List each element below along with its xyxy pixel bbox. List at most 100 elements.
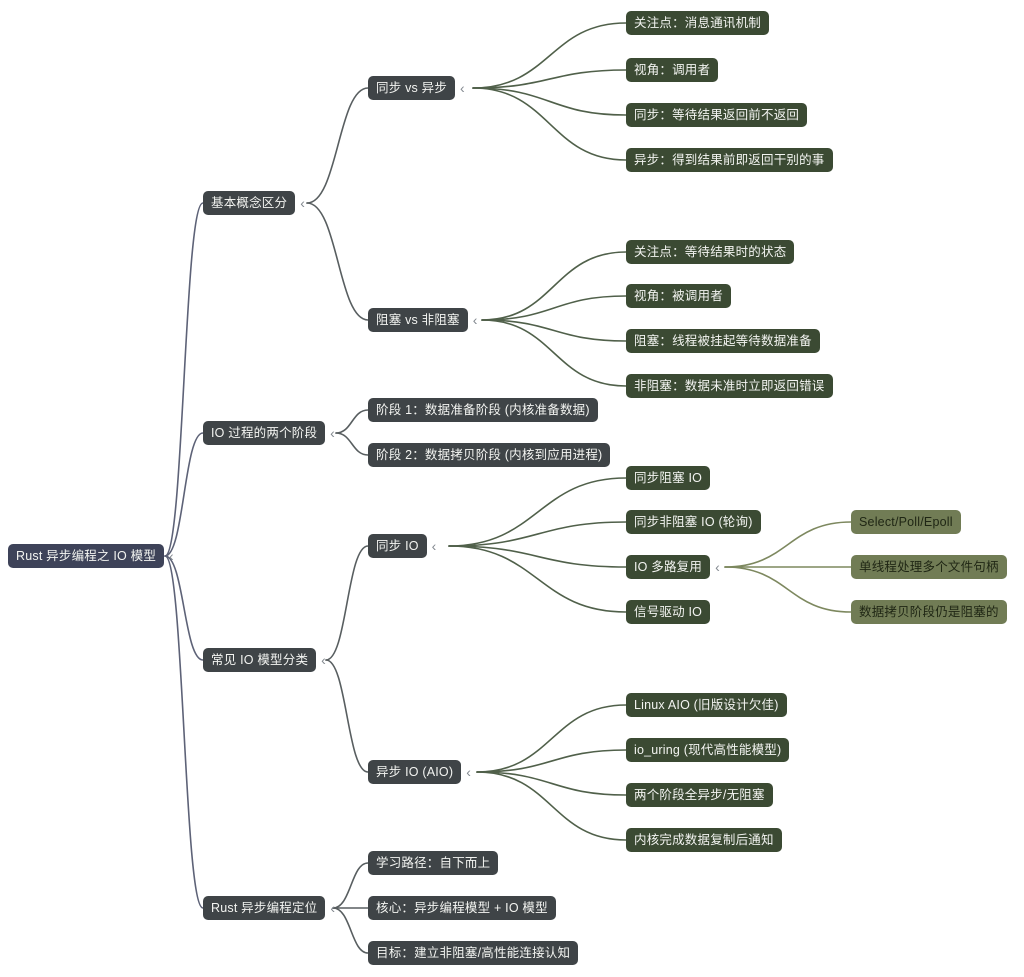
edge-bvn-perspective (481, 295, 627, 321)
edge-sva-sync-def (472, 87, 627, 116)
collapse-toggle-icon[interactable]: ‹ (460, 80, 465, 96)
node-label: 非阻塞：数据未准时立即返回错误 (626, 374, 833, 398)
edge-aio-notify (476, 771, 627, 841)
edge-bvn-focus (481, 251, 627, 321)
edge-basic-blocking-vs-nonblocking (306, 202, 369, 321)
node-sync-blocking-io[interactable]: 同步阻塞 IO (626, 466, 711, 490)
node-sync-vs-async[interactable]: 同步 vs 异步 ‹ (368, 76, 465, 100)
node-label: 视角：调用者 (626, 58, 719, 82)
node-io-two-phases[interactable]: IO 过程的两个阶段 ‹ (203, 421, 335, 445)
collapse-toggle-icon[interactable]: ‹ (466, 764, 471, 780)
node-label: 单线程处理多个文件句柄 (851, 555, 1007, 579)
edge-root-basic-concepts (164, 202, 204, 557)
node-core[interactable]: 核心：异步编程模型 + IO 模型 (368, 896, 556, 920)
node-async-definition[interactable]: 异步：得到结果前即返回干别的事 (626, 148, 833, 172)
node-label: 信号驱动 IO (626, 600, 711, 624)
node-blocking-definition[interactable]: 阻塞：线程被挂起等待数据准备 (626, 329, 820, 353)
node-label: 异步：得到结果前即返回干别的事 (626, 148, 833, 172)
edge-root-rust-positioning (164, 555, 204, 909)
node-label: 学习路径：自下而上 (368, 851, 499, 875)
edge-bvn-nonblocking-def (481, 319, 627, 387)
node-blocking-vs-nonblocking[interactable]: 阻塞 vs 非阻塞 ‹ (368, 308, 477, 332)
node-label: 阶段 1：数据准备阶段 (内核准备数据) (368, 398, 598, 422)
node-label: IO 多路复用 (626, 555, 711, 579)
node-focus-waiting-state[interactable]: 关注点：等待结果时的状态 (626, 240, 795, 264)
collapse-toggle-icon[interactable]: ‹ (321, 652, 326, 668)
node-io-multiplexing[interactable]: IO 多路复用 ‹ (626, 555, 720, 579)
node-perspective-callee[interactable]: 视角：被调用者 (626, 284, 731, 308)
node-focus-message-mechanism[interactable]: 关注点：消息通讯机制 (626, 11, 770, 35)
node-label: 核心：异步编程模型 + IO 模型 (368, 896, 556, 920)
node-label: 基本概念区分 (203, 191, 296, 215)
node-label: 两个阶段全异步/无阻塞 (626, 783, 773, 807)
collapse-toggle-icon[interactable]: ‹ (300, 195, 305, 211)
node-label: 同步非阻塞 IO (轮询) (626, 510, 761, 534)
node-label: io_uring (现代高性能模型) (626, 738, 790, 762)
node-io-model-categories[interactable]: 常见 IO 模型分类 ‹ (203, 648, 326, 672)
node-label: 阻塞 vs 非阻塞 (368, 308, 468, 332)
node-root[interactable]: Rust 异步编程之 IO 模型 ‹ (8, 544, 174, 568)
edge-syncio-nonblocking (448, 521, 627, 547)
node-sync-definition[interactable]: 同步：等待结果返回前不返回 (626, 103, 808, 127)
node-signal-driven-io[interactable]: 信号驱动 IO (626, 600, 711, 624)
node-label: Rust 异步编程定位 (203, 896, 326, 920)
node-label: Select/Poll/Epoll (851, 510, 961, 534)
node-io-uring[interactable]: io_uring (现代高性能模型) (626, 738, 790, 762)
edge-basic-sync-vs-async (306, 87, 369, 204)
node-async-io-aio[interactable]: 异步 IO (AIO) ‹ (368, 760, 471, 784)
edge-root-io-model-categories (164, 555, 204, 661)
edge-positioning-learning-path (332, 862, 369, 909)
node-single-thread-multi-fd[interactable]: 单线程处理多个文件句柄 (851, 555, 1007, 579)
collapse-toggle-icon[interactable]: ‹ (472, 312, 478, 328)
collapse-toggle-icon[interactable]: ‹ (715, 559, 720, 575)
node-label: 常见 IO 模型分类 (203, 648, 317, 672)
node-select-poll-epoll[interactable]: Select/Poll/Epoll (851, 510, 961, 534)
node-both-phases-async[interactable]: 两个阶段全异步/无阻塞 (626, 783, 773, 807)
edge-aio-bothphases (476, 771, 627, 796)
node-label: Linux AIO (旧版设计欠佳) (626, 693, 787, 717)
edge-sva-focus (472, 22, 627, 89)
node-label: 阶段 2：数据拷贝阶段 (内核到应用进程) (368, 443, 611, 467)
node-label: 异步 IO (AIO) (368, 760, 462, 784)
node-label: 关注点：等待结果时的状态 (626, 240, 795, 264)
node-label: 同步：等待结果返回前不返回 (626, 103, 808, 127)
node-label: 目标：建立非阻塞/高性能连接认知 (368, 941, 579, 965)
collapse-toggle-icon[interactable]: ‹ (431, 538, 437, 554)
node-label: Rust 异步编程之 IO 模型 (8, 544, 165, 568)
node-label: 内核完成数据复制后通知 (626, 828, 782, 852)
edge-phases-phase1 (335, 409, 369, 434)
node-phase-1[interactable]: 阶段 1：数据准备阶段 (内核准备数据) (368, 398, 598, 422)
node-sync-io[interactable]: 同步 IO ‹ (368, 534, 436, 558)
edge-aio-iouring (476, 749, 627, 773)
edge-aio-linux (476, 704, 627, 773)
node-basic-concepts[interactable]: 基本概念区分 ‹ (203, 191, 305, 215)
node-label: 视角：被调用者 (626, 284, 731, 308)
node-nonblocking-definition[interactable]: 非阻塞：数据未准时立即返回错误 (626, 374, 833, 398)
node-label: 关注点：消息通讯机制 (626, 11, 770, 35)
edge-categories-sync-io (325, 545, 369, 661)
collapse-toggle-icon[interactable]: ‹ (330, 425, 335, 441)
node-learning-path[interactable]: 学习路径：自下而上 (368, 851, 499, 875)
node-kernel-notify-after-copy[interactable]: 内核完成数据复制后通知 (626, 828, 782, 852)
collapse-toggle-icon[interactable]: ‹ (330, 900, 336, 916)
node-perspective-caller[interactable]: 视角：调用者 (626, 58, 719, 82)
edge-categories-async-io (325, 659, 369, 773)
node-goal[interactable]: 目标：建立非阻塞/高性能连接认知 (368, 941, 579, 965)
node-rust-async-positioning[interactable]: Rust 异步编程定位 ‹ (203, 896, 335, 920)
node-label: 同步阻塞 IO (626, 466, 711, 490)
edge-syncio-blocking (448, 477, 627, 547)
node-label: IO 过程的两个阶段 (203, 421, 326, 445)
edge-mux-select (724, 521, 852, 568)
node-copy-phase-still-blocking[interactable]: 数据拷贝阶段仍是阻塞的 (851, 600, 1007, 624)
collapse-toggle-icon[interactable]: ‹ (169, 548, 174, 564)
node-label: 阻塞：线程被挂起等待数据准备 (626, 329, 820, 353)
node-phase-2[interactable]: 阶段 2：数据拷贝阶段 (内核到应用进程) (368, 443, 611, 467)
edge-bvn-blocking-def (481, 319, 627, 342)
edge-phases-phase2 (335, 432, 369, 456)
edge-mux-copyblocking (724, 566, 852, 613)
node-sync-nonblocking-io[interactable]: 同步非阻塞 IO (轮询) (626, 510, 761, 534)
edge-positioning-goal (332, 907, 369, 954)
node-linux-aio[interactable]: Linux AIO (旧版设计欠佳) (626, 693, 787, 717)
